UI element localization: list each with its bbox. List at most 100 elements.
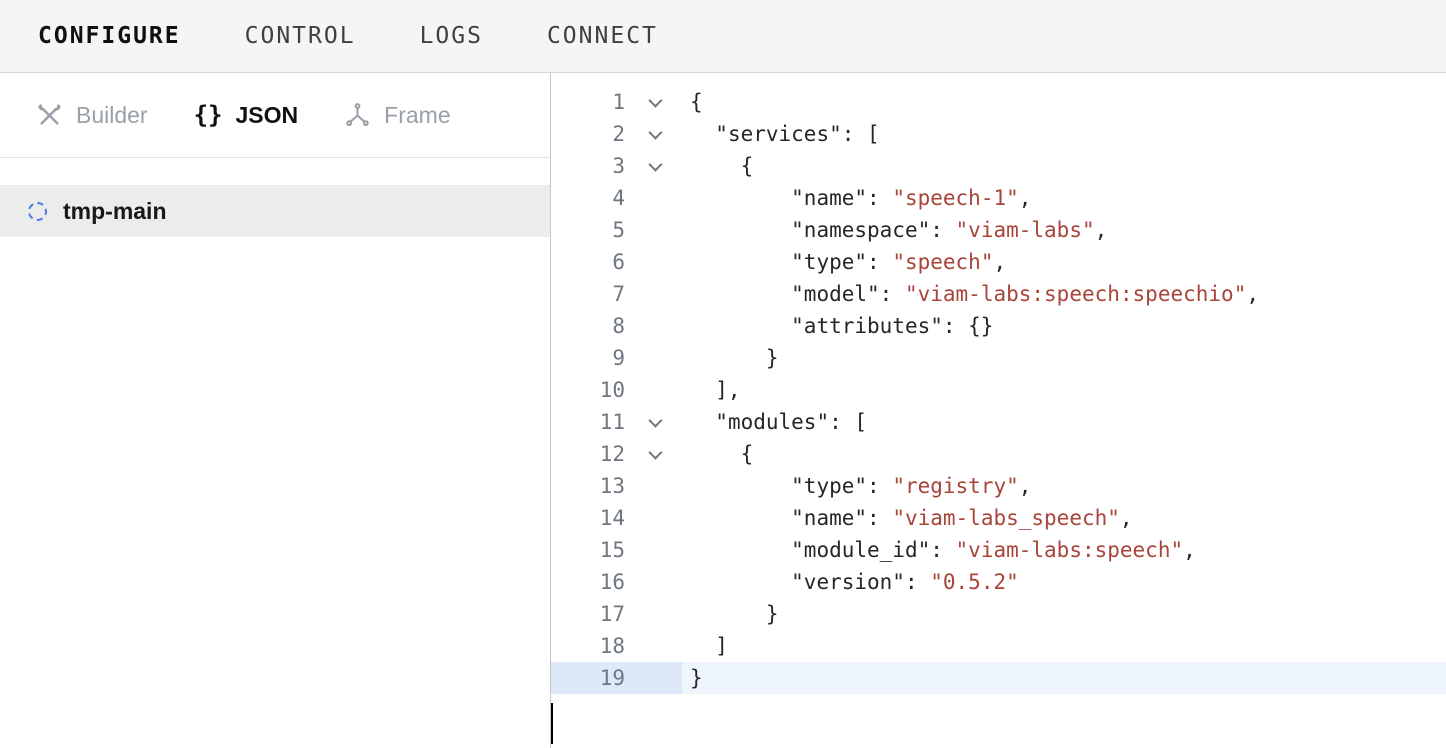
tab-control[interactable]: CONTROL xyxy=(244,23,356,49)
code-line[interactable]: 8 "attributes": {} xyxy=(551,310,1446,342)
line-number: 16 xyxy=(599,570,625,594)
editor-gutter: 1 xyxy=(551,86,682,118)
dashed-circle-icon xyxy=(28,201,47,221)
editor-gutter: 17 xyxy=(551,598,682,630)
fold-spacer xyxy=(625,470,682,502)
code-line[interactable]: 4 "name": "speech-1", xyxy=(551,182,1446,214)
code-line[interactable]: 7 "model": "viam-labs:speech:speechio", xyxy=(551,278,1446,310)
code-text[interactable]: "version": "0.5.2" xyxy=(791,570,1019,594)
code-line[interactable]: 1{ xyxy=(551,86,1446,118)
fold-chevron-icon[interactable] xyxy=(625,438,682,470)
code-text[interactable]: { xyxy=(690,154,754,178)
editor-gutter: 2 xyxy=(551,118,682,150)
code-text[interactable]: { xyxy=(690,90,703,114)
fold-spacer xyxy=(625,246,682,278)
code-line[interactable]: 12 { xyxy=(551,438,1446,470)
fold-chevron-icon[interactable] xyxy=(625,150,682,182)
code-text[interactable]: "model": "viam-labs:speech:speechio", xyxy=(791,282,1259,306)
editor-gutter: 11 xyxy=(551,406,682,438)
tab-configure[interactable]: CONFIGURE xyxy=(38,23,181,49)
code-line[interactable]: 6 "type": "speech", xyxy=(551,246,1446,278)
code-line[interactable]: 13 "type": "registry", xyxy=(551,470,1446,502)
line-number: 12 xyxy=(599,442,625,466)
code-line[interactable]: 2 "services": [ xyxy=(551,118,1446,150)
tab-logs[interactable]: LOGS xyxy=(419,23,483,49)
code-text[interactable]: "module_id": "viam-labs:speech", xyxy=(791,538,1196,562)
tab-builder[interactable]: Builder xyxy=(36,102,148,129)
code-text[interactable]: } xyxy=(690,346,779,370)
line-number: 13 xyxy=(599,474,625,498)
fold-spacer xyxy=(625,502,682,534)
editor-gutter: 12 xyxy=(551,438,682,470)
fold-spacer xyxy=(625,598,682,630)
text-caret xyxy=(551,703,553,744)
line-number: 11 xyxy=(599,410,625,434)
fold-spacer xyxy=(625,342,682,374)
code-line[interactable]: 5 "namespace": "viam-labs", xyxy=(551,214,1446,246)
tab-connect[interactable]: CONNECT xyxy=(546,23,658,49)
code-line[interactable]: 10 ], xyxy=(551,374,1446,406)
line-number: 7 xyxy=(612,282,625,306)
component-item-tmp-main[interactable]: tmp-main xyxy=(0,185,550,237)
editor-gutter: 3 xyxy=(551,150,682,182)
fold-chevron-icon[interactable] xyxy=(625,406,682,438)
top-nav: CONFIGURE CONTROL LOGS CONNECT xyxy=(0,0,1446,73)
fold-spacer xyxy=(625,534,682,566)
line-number: 6 xyxy=(612,250,625,274)
editor-gutter: 13 xyxy=(551,470,682,502)
code-line[interactable]: 18 ] xyxy=(551,630,1446,662)
code-line[interactable]: 19} xyxy=(551,662,1446,694)
code-text[interactable]: "type": "registry", xyxy=(791,474,1032,498)
fold-spacer xyxy=(625,630,682,662)
line-number: 14 xyxy=(599,506,625,530)
code-line[interactable]: 3 { xyxy=(551,150,1446,182)
code-text[interactable]: } xyxy=(690,666,703,690)
line-number: 4 xyxy=(612,186,625,210)
code-text[interactable]: "modules": [ xyxy=(715,410,868,434)
fold-spacer xyxy=(625,182,682,214)
code-line[interactable]: 15 "module_id": "viam-labs:speech", xyxy=(551,534,1446,566)
code-line[interactable]: 9 } xyxy=(551,342,1446,374)
line-number: 10 xyxy=(599,378,625,402)
editor-gutter: 14 xyxy=(551,502,682,534)
line-number: 18 xyxy=(599,634,625,658)
fold-chevron-icon[interactable] xyxy=(625,118,682,150)
json-editor[interactable]: 1{2 "services": [3 {4 "name": "speech-1"… xyxy=(551,73,1446,748)
line-number: 15 xyxy=(599,538,625,562)
braces-icon: {} xyxy=(193,101,223,129)
code-text[interactable]: "namespace": "viam-labs", xyxy=(791,218,1108,242)
tab-frame[interactable]: Frame xyxy=(344,102,451,129)
code-text[interactable]: ] xyxy=(690,634,728,658)
axes-icon xyxy=(344,102,371,129)
line-number: 3 xyxy=(612,154,625,178)
tab-json[interactable]: {} JSON xyxy=(194,101,299,129)
code-line[interactable]: 16 "version": "0.5.2" xyxy=(551,566,1446,598)
tools-icon xyxy=(36,102,63,129)
line-number: 8 xyxy=(612,314,625,338)
line-number: 2 xyxy=(612,122,625,146)
component-item-label: tmp-main xyxy=(63,197,167,224)
editor-gutter: 10 xyxy=(551,374,682,406)
code-text[interactable]: "attributes": {} xyxy=(791,314,994,338)
code-text[interactable]: "name": "speech-1", xyxy=(791,186,1032,210)
code-text[interactable]: } xyxy=(690,602,779,626)
editor-gutter: 6 xyxy=(551,246,682,278)
code-text[interactable]: "services": [ xyxy=(715,122,880,146)
code-line[interactable]: 14 "name": "viam-labs_speech", xyxy=(551,502,1446,534)
line-number: 19 xyxy=(599,666,625,690)
line-number: 9 xyxy=(612,346,625,370)
fold-chevron-icon[interactable] xyxy=(625,86,682,118)
code-line[interactable]: 11 "modules": [ xyxy=(551,406,1446,438)
code-text[interactable]: "name": "viam-labs_speech", xyxy=(791,506,1133,530)
editor-gutter: 18 xyxy=(551,630,682,662)
editor-gutter: 15 xyxy=(551,534,682,566)
code-text[interactable]: "type": "speech", xyxy=(791,250,1007,274)
tab-builder-label: Builder xyxy=(76,101,148,128)
code-line[interactable]: 17 } xyxy=(551,598,1446,630)
code-text[interactable]: ], xyxy=(690,378,741,402)
component-list: tmp-main xyxy=(0,158,550,237)
fold-spacer xyxy=(625,662,682,694)
code-text[interactable]: { xyxy=(690,442,754,466)
main-content: Builder {} JSON xyxy=(0,73,1446,748)
sidebar: Builder {} JSON xyxy=(0,73,551,748)
